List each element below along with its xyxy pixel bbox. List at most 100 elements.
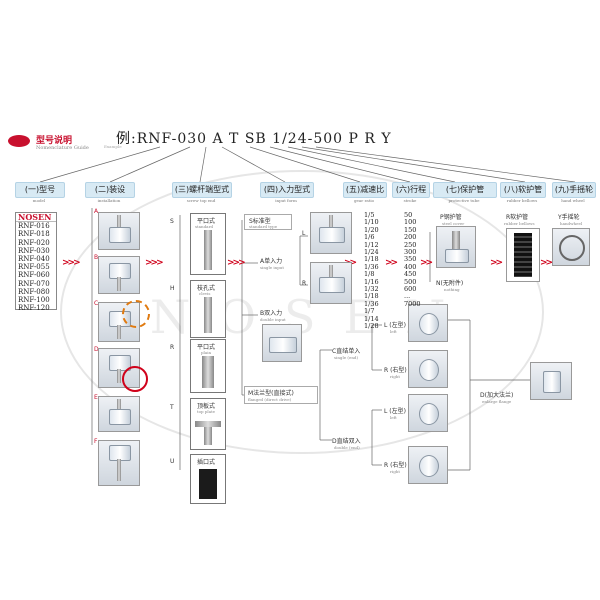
model-item: RNF-080 xyxy=(18,287,50,296)
direct-double-sub: double (end) xyxy=(334,445,360,450)
gear-ratio-item: 1/8 xyxy=(364,270,375,279)
brand-name: NOSEN xyxy=(16,213,56,223)
input-single-label: A单入力 xyxy=(260,258,283,265)
gear-ratio-list: 1/5 1/10 1/20 1/6 1/12 1/24 1/18 1/36 1/… xyxy=(364,211,379,331)
stroke-item: 7000 xyxy=(404,299,421,308)
gear-ratio-item: 1/28 xyxy=(364,322,379,331)
chevron-arrow-icon: >>> xyxy=(62,258,81,268)
steel-cover-label: P钢护管 xyxy=(440,214,462,221)
chevron-arrow-icon: >>> xyxy=(145,258,164,268)
install-letter: F xyxy=(94,438,98,445)
chevron-arrow-icon: >> xyxy=(540,258,553,268)
rubber-bellows-sub: rubber bellows xyxy=(504,221,535,226)
stroke-item: 150 xyxy=(404,225,417,234)
model-item: RNF-120 xyxy=(18,304,50,313)
screw-sub: clevis xyxy=(199,291,211,296)
enlarge-flange-sub: enlarge flange xyxy=(482,399,512,404)
gear-ratio-item: 1/20 xyxy=(364,225,379,234)
model-list: NOSEN RNF-016 RNF-018 RNF-020 RNF-030 RN… xyxy=(15,212,57,313)
screw-end-top-plate: 顶板式 top plate xyxy=(190,398,226,450)
header-protective-tube: (七)保护管 xyxy=(433,182,497,198)
stroke-item: 450 xyxy=(404,270,417,279)
header-model-sub: model xyxy=(32,198,46,203)
gear-ratio-item: 1/12 xyxy=(364,240,379,249)
input-flange-label: M法兰型(直接式) xyxy=(248,390,294,397)
enlarge-flange-image xyxy=(530,362,572,400)
direct-single-right-image xyxy=(408,350,448,388)
detail-highlight-circle xyxy=(122,366,148,392)
input-flange-sub: flanged (direct drive) xyxy=(248,397,292,402)
gear-ratio-item: 1/10 xyxy=(364,218,379,227)
screw-end-plain: 平口式 plain xyxy=(190,339,226,393)
direct-single-sub: single (end) xyxy=(334,355,359,360)
brand-logo xyxy=(8,135,30,147)
header-installation: (二)装设 xyxy=(85,182,135,198)
stroke-item: 200 xyxy=(404,233,417,242)
stroke-item: 400 xyxy=(404,262,417,271)
guide-title: 型号说明 xyxy=(36,136,73,146)
input-standard-label: S标准型 xyxy=(249,218,271,225)
model-item: RNF-016 xyxy=(18,222,50,231)
header-hand-wheel-sub: hand wheel xyxy=(561,198,585,203)
enlarge-flange-label: D(加大法兰) xyxy=(480,392,514,399)
single-left-sub: left xyxy=(390,329,397,334)
chevron-arrow-icon: >> xyxy=(490,258,503,268)
guide-subtitle: Nomenclature Guide xyxy=(36,145,89,151)
gear-ratio-item: 1/32 xyxy=(364,285,379,294)
header-rubber-bellows: (八)软护管 xyxy=(500,182,546,198)
input-double-sub: double input xyxy=(260,317,286,322)
example-label: Example xyxy=(104,144,122,149)
header-hand-wheel: (九)手摇轮 xyxy=(552,182,596,198)
chevron-arrow-icon: >> xyxy=(385,258,398,268)
header-input-form: (四)入力型式 xyxy=(260,182,314,198)
header-model: (一)型号 xyxy=(15,182,65,198)
screw-name: 插口式 xyxy=(197,459,216,466)
screw-end-clevis: 枝孔式 clevis xyxy=(190,280,226,338)
watermark-ellipse xyxy=(60,170,544,454)
model-item: RNF-070 xyxy=(18,279,50,288)
header-gear-ratio: (五)减速比 xyxy=(343,182,387,198)
screw-code: T xyxy=(170,404,174,411)
input-flange-box: M法兰型(直接式) flanged (direct drive) xyxy=(244,386,318,404)
stroke-item: 500 xyxy=(404,277,417,286)
chevron-arrow-icon: >> xyxy=(420,258,433,268)
no-accessory-label: N(无附件) xyxy=(436,280,464,287)
model-item: RNF-020 xyxy=(18,238,50,247)
gear-ratio-item: 1/14 xyxy=(364,314,379,323)
screw-sub: top plate xyxy=(197,409,216,414)
header-stroke-sub: stroke xyxy=(403,198,417,203)
screw-code: S xyxy=(170,218,174,225)
gear-ratio-item: 1/6 xyxy=(364,233,375,242)
stroke-item: 250 xyxy=(404,240,417,249)
header-input-form-sub: input form xyxy=(275,198,297,203)
rubber-bellows-label: R软护管 xyxy=(506,214,529,221)
install-option-a xyxy=(98,212,140,250)
input-standard-box: S标准型 standard type xyxy=(244,214,292,230)
direct-single-left-image xyxy=(408,304,448,342)
install-option-f xyxy=(98,440,140,486)
gear-ratio-item: 1/16 xyxy=(364,277,379,286)
gear-ratio-item: 1/36 xyxy=(364,262,379,271)
direct-double-left-image xyxy=(408,394,448,432)
install-letter: E xyxy=(94,394,98,401)
model-item: RNF-040 xyxy=(18,255,50,264)
screw-name: 顶板式 xyxy=(197,403,216,410)
model-code-example: 例:RNF-030 A T SB 1/24-500 P R Y xyxy=(116,131,392,147)
handwheel-label: Y手摇轮 xyxy=(558,214,580,221)
single-right-sub: right xyxy=(390,374,400,379)
header-screw-end-sub: screw top end xyxy=(186,198,216,203)
handwheel-image xyxy=(552,228,590,266)
direct-single-label: C直结单入 xyxy=(332,348,361,355)
input-single-left-image xyxy=(310,212,352,254)
model-item: RNF-018 xyxy=(18,230,50,239)
screw-sub: plain xyxy=(201,350,212,355)
single-left-label: L (左型) xyxy=(384,322,406,329)
stroke-list: 50 100 150 200 250 300 350 400 450 500 6… xyxy=(404,211,421,308)
input-right-letter: R xyxy=(302,280,307,287)
header-stroke: (六)行程 xyxy=(392,182,430,198)
detail-highlight-circle xyxy=(122,300,150,328)
header-installation-sub: installation xyxy=(97,198,121,203)
double-left-sub: left xyxy=(390,415,397,420)
gear-ratio-item: 1/18 xyxy=(364,292,379,301)
